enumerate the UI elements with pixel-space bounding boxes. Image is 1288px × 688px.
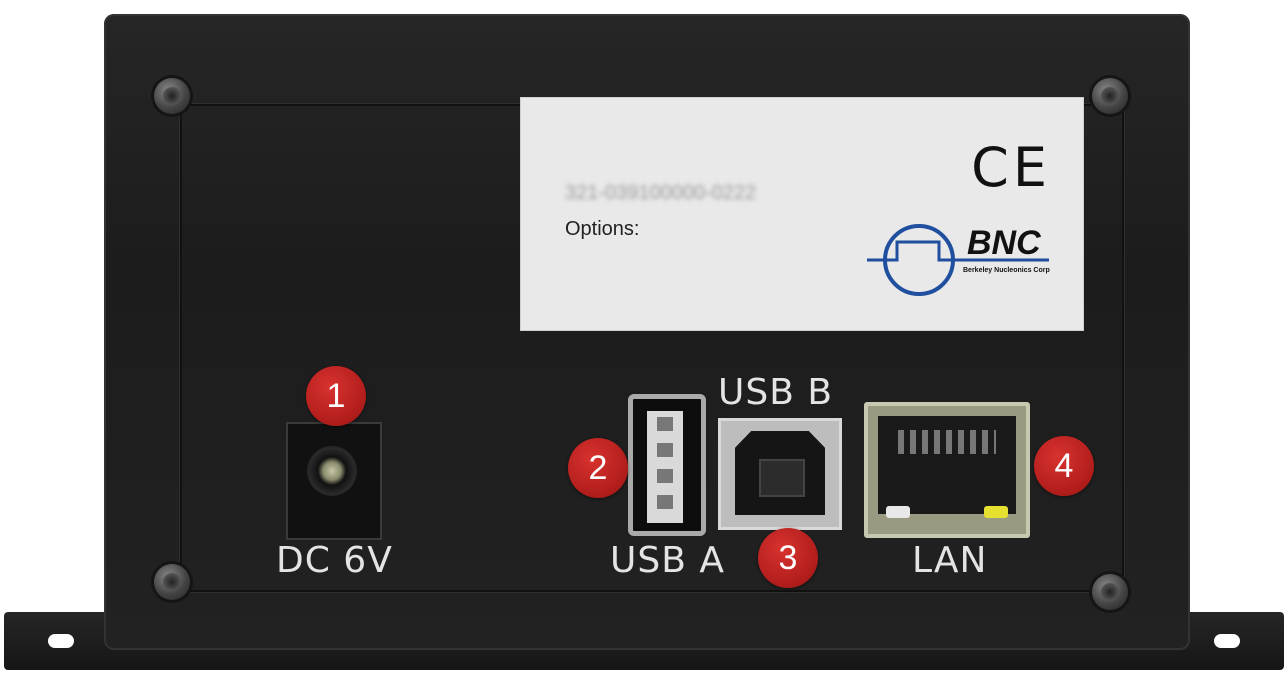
callout-badge-3: 3: [758, 528, 818, 588]
usb-b-port: [718, 418, 842, 530]
callout-badge-1: 1: [306, 366, 366, 426]
mounting-hole-right: [1214, 634, 1240, 648]
callout-badge-4: 4: [1034, 436, 1094, 496]
callout-badge-2: 2: [568, 438, 628, 498]
screw-icon: [154, 564, 190, 600]
usb-b-core: [759, 459, 805, 497]
usb-a-contacts: [647, 411, 683, 523]
usb-b-port-label: USB B: [718, 372, 834, 413]
screw-icon: [1092, 574, 1128, 610]
options-label: Options:: [565, 218, 640, 240]
usb-a-port-label: USB A: [610, 540, 725, 581]
ce-mark: CE: [971, 136, 1051, 199]
bnc-logo: BNC Berkeley Nucleonics Corp: [867, 216, 1057, 306]
brand-subtitle: Berkeley Nucleonics Corp: [963, 267, 1050, 274]
dc-jack-socket: [307, 446, 357, 496]
mounting-hole-left: [48, 634, 74, 648]
lan-port-label: LAN: [912, 540, 988, 581]
dc-port-label: DC 6V: [276, 540, 393, 581]
lan-socket: [878, 416, 1016, 514]
lan-led-left: [886, 506, 910, 518]
brand-name: BNC: [967, 224, 1041, 262]
dc-power-jack: [286, 422, 382, 540]
screw-icon: [1092, 78, 1128, 114]
usb-a-port: [628, 394, 706, 536]
product-label: CE 321-039100000-0222 Options: BNC Berke…: [520, 97, 1084, 331]
bnc-pulse-icon: [867, 224, 1049, 296]
lan-led-right: [984, 506, 1008, 518]
serial-number: 321-039100000-0222: [565, 182, 757, 204]
lan-pins: [898, 430, 996, 454]
lan-port: [864, 402, 1030, 538]
screw-icon: [154, 78, 190, 114]
